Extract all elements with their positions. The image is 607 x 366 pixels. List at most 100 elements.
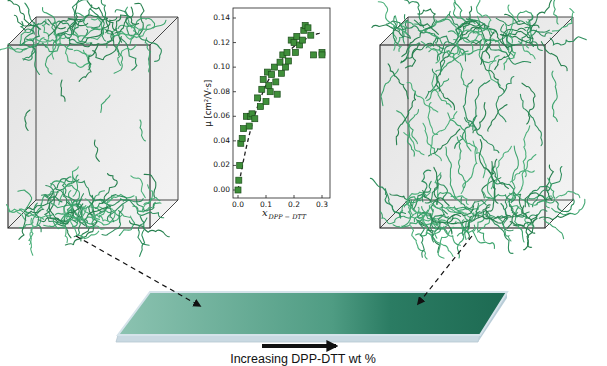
tick-label: 0.02 [213, 161, 230, 169]
polymer-chain [401, 43, 420, 63]
tick-label: 0.04 [213, 137, 230, 145]
polymer-chain [458, 20, 476, 28]
data-point [273, 79, 279, 85]
tick [233, 67, 236, 68]
polymer-chain [451, 216, 497, 224]
polymer-chain [520, 94, 542, 145]
data-point [239, 135, 245, 141]
polymer-chain [429, 129, 460, 156]
polymer-chain [455, 116, 477, 149]
film-slab [116, 292, 507, 342]
data-point [246, 123, 252, 129]
tick [294, 195, 295, 198]
polymer-chain [102, 174, 117, 204]
tick [266, 195, 267, 198]
polymer-chain [461, 141, 477, 194]
data-point [236, 177, 242, 183]
polymer-chain [519, 41, 536, 59]
polymer-chain [61, 80, 65, 101]
data-point [237, 162, 243, 168]
polymer-chain [144, 174, 156, 197]
polymer-chain [486, 32, 494, 58]
polymer-chain [45, 22, 60, 52]
polymer-chain [430, 213, 461, 223]
polymer-chain [525, 193, 553, 207]
polymer-chain [99, 199, 114, 221]
tick-label: 0.10 [213, 63, 230, 71]
polymer-chain [72, 29, 98, 38]
polymer-chain [19, 21, 49, 45]
polymer-chain [552, 199, 585, 214]
polymer-chain [145, 38, 150, 72]
polymer-chain [550, 37, 586, 45]
axis-title: DPP − DTT [269, 214, 307, 221]
polymer-chain [131, 176, 145, 198]
cube-face [380, 17, 573, 228]
tick-label: 0.08 [213, 88, 230, 96]
fit-curve [238, 32, 322, 190]
polymer-chain [478, 219, 485, 241]
data-point [241, 126, 247, 132]
polymer-chain [29, 218, 33, 255]
data-point [291, 40, 297, 46]
polymer-chain [451, 196, 468, 205]
polymer-chain [144, 197, 160, 204]
polymer-chain [8, 0, 41, 29]
polymer-chain [486, 205, 511, 220]
polymer-chain [436, 51, 468, 71]
polymer-chain [500, 35, 536, 46]
cube-face [8, 17, 178, 228]
tick [233, 116, 236, 117]
polymer-chain [78, 217, 99, 220]
tick-label: 0.06 [213, 112, 230, 120]
polymer-chain [506, 195, 530, 218]
polymer-chain [481, 42, 491, 64]
polymer-chain [92, 0, 106, 28]
polymer-chain [19, 204, 41, 216]
data-point [305, 25, 311, 31]
polymer-chain [430, 112, 457, 155]
data-point [285, 58, 291, 64]
polymer-chain [393, 16, 397, 44]
polymer-chain [428, 103, 438, 135]
polymer-chain [115, 7, 133, 33]
polymer-chain [378, 2, 407, 34]
polymer-chain [438, 81, 455, 110]
polymer-chain [7, 205, 26, 221]
polymer-chain [419, 222, 424, 257]
polymer-chain [418, 30, 442, 44]
data-point [263, 99, 269, 105]
polymer-chain [72, 0, 80, 35]
polymer-chain [427, 79, 449, 101]
polymer-chain [463, 80, 475, 131]
data-point [260, 76, 266, 82]
data-point [255, 95, 261, 101]
direction-arrow [262, 344, 336, 348]
data-point [259, 86, 265, 92]
cube-edge [573, 17, 574, 200]
polymer-chain [70, 0, 99, 28]
polymer-chain [117, 27, 143, 36]
polymer-chain [51, 181, 80, 203]
polymer-chain [25, 110, 30, 131]
cube-edge [380, 200, 408, 228]
polymer-chain [541, 42, 567, 71]
polymer-chain [498, 218, 511, 241]
polymer-chain [537, 178, 555, 205]
polymer-chain [496, 77, 514, 122]
tick [322, 195, 323, 198]
polymer-chain [388, 64, 408, 99]
data-point [267, 89, 273, 95]
polymer-chain [66, 46, 90, 68]
polymer-chain [508, 171, 534, 203]
polymer-chain [101, 95, 110, 112]
tick-label: 0.12 [213, 39, 230, 47]
caption-text: Increasing DPP-DTT wt % [230, 353, 376, 366]
tick-label: 0.00 [213, 186, 230, 194]
polymer-chain [423, 191, 449, 206]
cube-edge [150, 17, 178, 45]
data-point [269, 72, 275, 78]
polymer-chain [18, 190, 32, 216]
